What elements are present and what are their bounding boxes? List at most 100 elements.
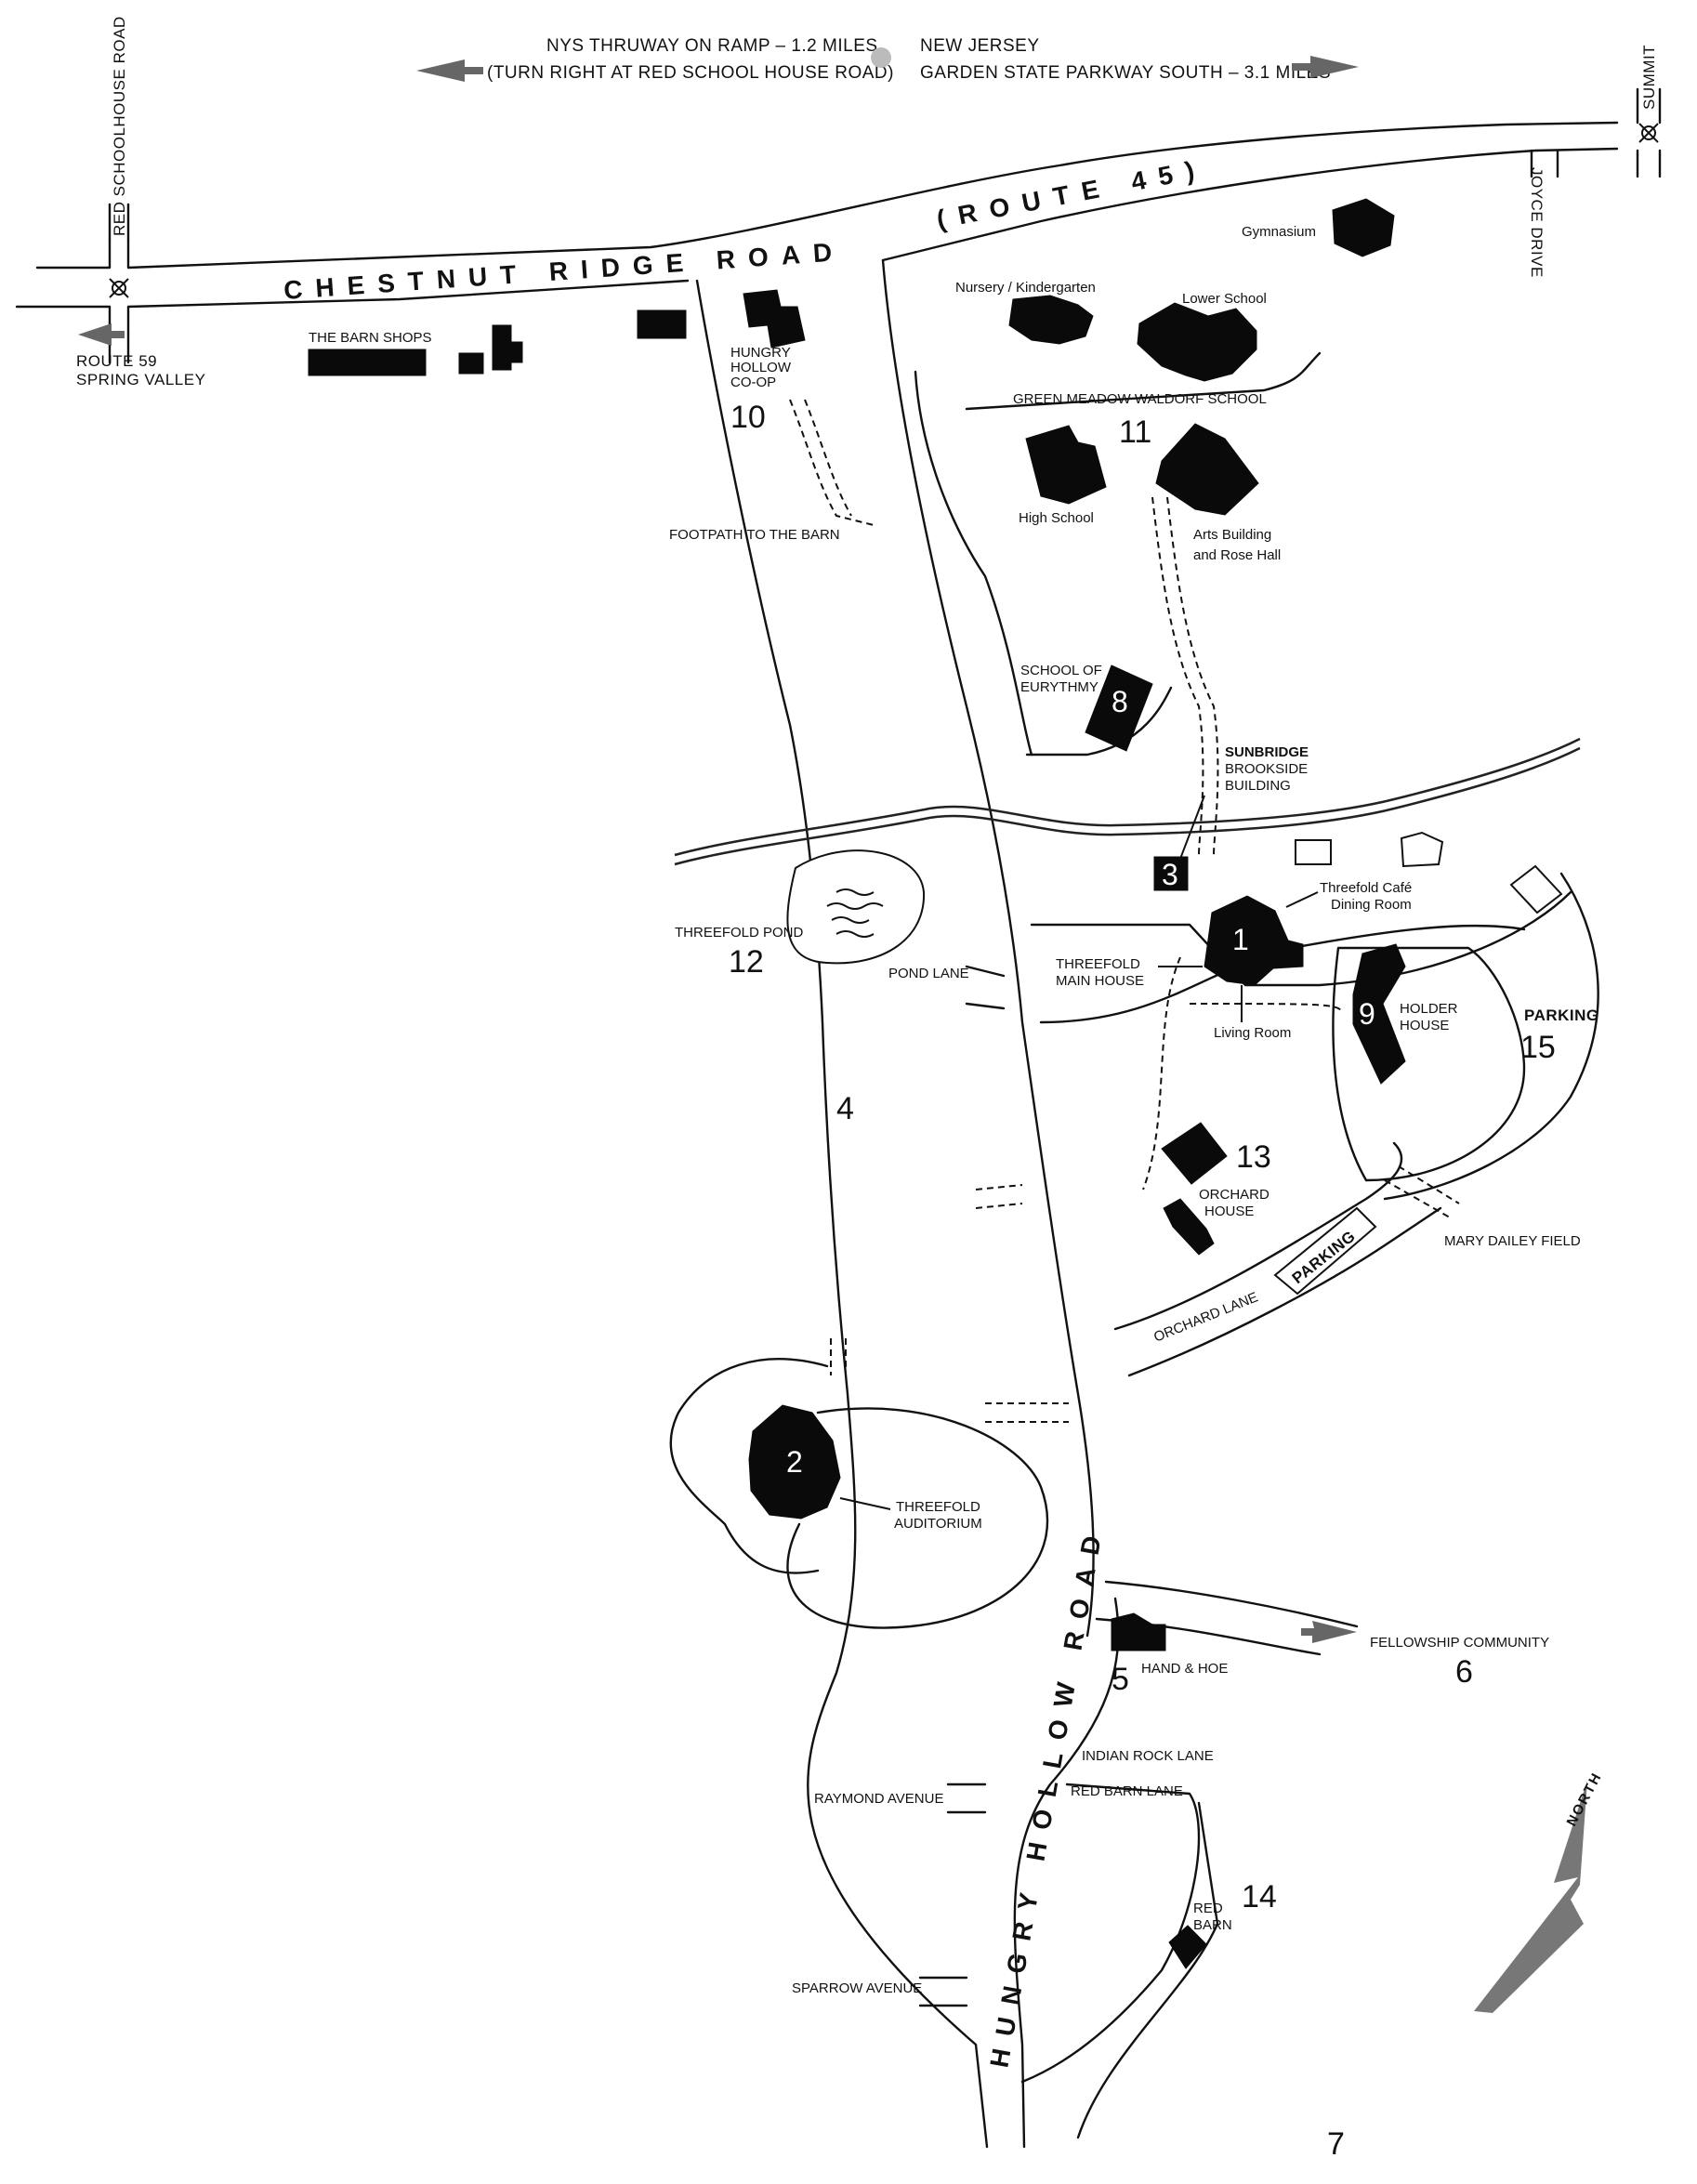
west-arrow-icon xyxy=(416,59,483,82)
site-number-13: 13 xyxy=(1236,1139,1271,1175)
sunbridge-label-1: SUNBRIDGE xyxy=(1225,744,1309,760)
sunbridge-building xyxy=(1153,856,1189,891)
eurythmy-label-2: EURYTHMY xyxy=(1020,679,1098,695)
mary-dailey-label: MARY DAILEY FIELD xyxy=(1444,1233,1581,1249)
site-number-8: 8 xyxy=(1112,685,1128,718)
thruway-line2: (TURN RIGHT AT RED SCHOOL HOUSE ROAD) xyxy=(487,63,894,83)
parking-lot-box xyxy=(1273,1206,1377,1296)
site-number-10: 10 xyxy=(730,400,766,435)
route-59-arrow-icon xyxy=(78,323,125,346)
place-labels: THE BARN SHOPS HUNGRY HOLLOW CO-OP Nurse… xyxy=(309,224,1599,1933)
site-number-7: 7 xyxy=(1327,2126,1345,2162)
holder-house-building xyxy=(1352,943,1406,1085)
red-barn-label-1: RED xyxy=(1193,1901,1223,1916)
orchard-house-building xyxy=(1161,1122,1228,1185)
auditorium-building xyxy=(748,1404,841,1520)
road-labels: RED SCHOOLHOUSE ROAD SUMMIT JOYCE DRIVE … xyxy=(76,16,1658,2070)
north-arrow-icon xyxy=(1474,1781,1587,2013)
coop-label-1: HUNGRY xyxy=(730,345,791,361)
site-number-3: 3 xyxy=(1162,858,1178,891)
barn-shops-label: THE BARN SHOPS xyxy=(309,330,432,346)
red-barn-label-2: BARN xyxy=(1193,1917,1232,1933)
barn-shops-building xyxy=(308,349,427,376)
indian-rock-lane-label: INDIAN ROCK LANE xyxy=(1082,1748,1214,1764)
site-number-15: 15 xyxy=(1520,1030,1556,1065)
parking-15-label: PARKING xyxy=(1524,1006,1599,1024)
footpath-label: FOOTPATH TO THE BARN xyxy=(669,527,840,543)
pond-label: THREEFOLD POND xyxy=(675,925,804,941)
route-45-label: (ROUTE 45) xyxy=(934,153,1209,234)
threefold-pond xyxy=(786,849,926,965)
buildings xyxy=(308,198,1563,1969)
high-school-label: High School xyxy=(1019,510,1094,526)
holder-house-label-2: HOUSE xyxy=(1400,1018,1449,1033)
high-school-building xyxy=(1025,425,1107,505)
site-number-4: 4 xyxy=(836,1091,854,1126)
summit-road-label: SUMMIT xyxy=(1640,45,1658,110)
route-59-label: ROUTE 59 xyxy=(76,352,157,370)
main-house-label-2: MAIN HOUSE xyxy=(1056,973,1144,989)
spring-valley-label: SPRING VALLEY xyxy=(76,371,205,388)
eurythmy-building xyxy=(1085,664,1153,752)
auditorium-label-2: AUDITORIUM xyxy=(894,1516,982,1532)
raymond-avenue-label: RAYMOND AVENUE xyxy=(814,1791,943,1807)
green-meadow-label: GREEN MEADOW WALDORF SCHOOL xyxy=(1013,391,1267,407)
gymnasium-label: Gymnasium xyxy=(1242,224,1316,240)
site-number-6: 6 xyxy=(1455,1654,1473,1690)
sparrow-avenue-label: SPARROW AVENUE xyxy=(792,1980,922,1996)
compass-star-icon xyxy=(109,278,129,298)
holder-house-label-1: HOLDER xyxy=(1400,1001,1458,1017)
site-number-11: 11 xyxy=(1119,414,1151,450)
thruway-line1: NYS THRUWAY ON RAMP – 1.2 MILES xyxy=(546,36,878,56)
compass-star-icon xyxy=(1638,123,1659,143)
lower-school-label: Lower School xyxy=(1182,291,1267,307)
site-numbers: 10 11 8 3 1 9 15 12 4 13 2 5 6 14 7 xyxy=(729,400,1556,2162)
arts-building xyxy=(1155,423,1259,516)
joyce-drive-label: JOYCE DRIVE xyxy=(1528,167,1546,278)
nj-line2: GARDEN STATE PARKWAY SOUTH – 3.1 MILES xyxy=(920,63,1331,83)
site-number-2: 2 xyxy=(786,1445,803,1479)
red-barn-building xyxy=(1168,1925,1207,1969)
sunbridge-label-2: BROOKSIDE xyxy=(1225,761,1308,777)
orchard-house-label-2: HOUSE xyxy=(1204,1204,1254,1219)
orchard-house-label-1: ORCHARD xyxy=(1199,1187,1269,1203)
site-number-5: 5 xyxy=(1112,1662,1129,1697)
brook xyxy=(674,737,1581,866)
intersection-markers xyxy=(109,123,1659,298)
site-number-14: 14 xyxy=(1242,1879,1277,1914)
coop-label-2: HOLLOW xyxy=(730,360,792,375)
nursery-label: Nursery / Kindergarten xyxy=(955,280,1096,296)
site-number-9: 9 xyxy=(1359,997,1375,1031)
arts-building-label-2: and Rose Hall xyxy=(1193,547,1281,563)
coop-building xyxy=(743,289,806,349)
site-number-12: 12 xyxy=(729,944,764,980)
divider-dot-icon xyxy=(871,47,891,68)
orchard-lane-label: ORCHARD LANE xyxy=(1151,1289,1260,1345)
main-house-building xyxy=(1204,895,1304,986)
road-network xyxy=(15,87,1662,2149)
fellowship-arrow-icon xyxy=(1301,1621,1357,1643)
auditorium-label-1: THREEFOLD xyxy=(896,1499,980,1515)
nursery-building xyxy=(1008,295,1094,345)
main-house-label-1: THREEFOLD xyxy=(1056,956,1140,972)
arts-building-label-1: Arts Building xyxy=(1193,527,1271,543)
red-barn-lane-label: RED BARN LANE xyxy=(1071,1783,1183,1799)
living-room-label: Living Room xyxy=(1214,1025,1291,1041)
fellowship-label: FELLOWSHIP COMMUNITY xyxy=(1370,1635,1549,1651)
gymnasium-building xyxy=(1332,198,1395,257)
red-schoolhouse-road-label: RED SCHOOLHOUSE ROAD xyxy=(111,16,128,236)
eurythmy-label-1: SCHOOL OF xyxy=(1020,663,1102,678)
cafe-label-2: Dining Room xyxy=(1331,897,1412,913)
coop-label-3: CO-OP xyxy=(730,375,776,390)
lower-school-building xyxy=(1137,302,1257,382)
hand-hoe-label: HAND & HOE xyxy=(1141,1661,1228,1677)
hand-hoe-building xyxy=(1111,1612,1166,1651)
sunbridge-label-3: BUILDING xyxy=(1225,778,1291,794)
north-arrow: NORTH xyxy=(1474,1770,1605,2013)
cafe-label-1: Threefold Café xyxy=(1320,880,1412,896)
header-directions: NYS THRUWAY ON RAMP – 1.2 MILES (TURN RI… xyxy=(416,36,1359,83)
nj-line1: NEW JERSEY xyxy=(920,36,1040,56)
site-number-1: 1 xyxy=(1232,923,1249,956)
east-arrow-icon xyxy=(1292,56,1359,78)
